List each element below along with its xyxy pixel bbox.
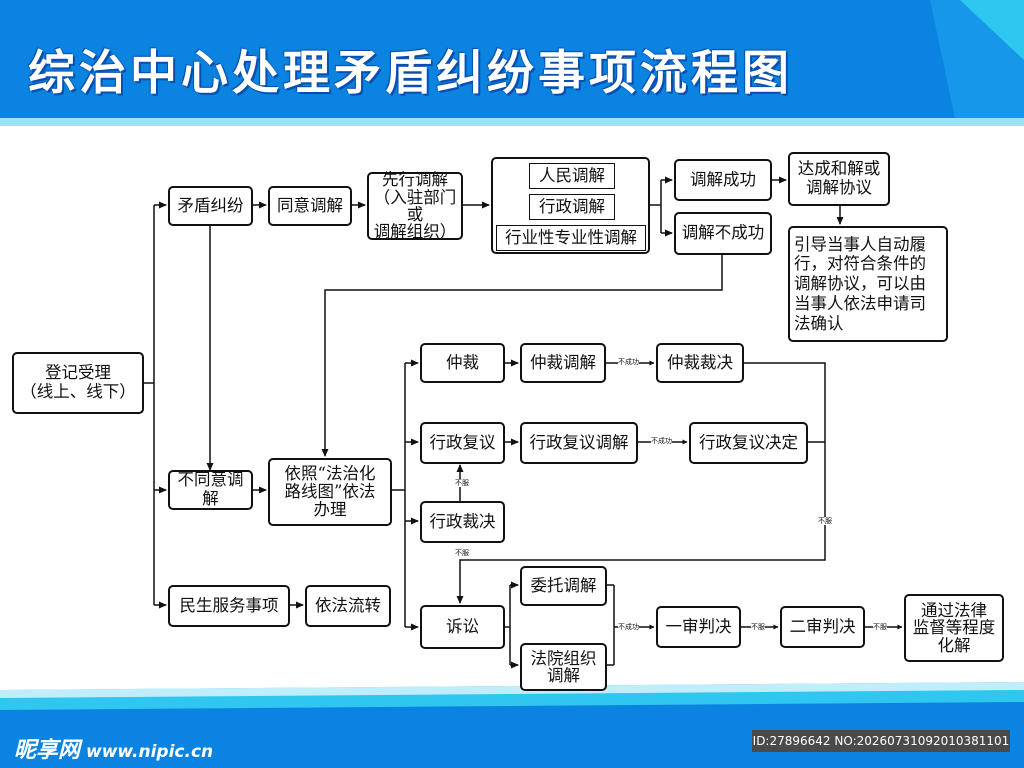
node-industry-mediation: 行业性专业性调解 [496, 225, 646, 251]
node-court-mediation: 法院组织 调解 [520, 643, 607, 691]
node-arbitration-award: 仲裁裁决 [656, 343, 744, 383]
node-admin-mediation: 行政调解 [529, 194, 615, 220]
node-first-trial: 一审判决 [656, 606, 741, 648]
logo-url: www.nipic.cn [86, 742, 214, 762]
node-agree-mediation: 同意调解 [268, 186, 352, 226]
node-register: 登记受理 （线上、线下） [12, 352, 144, 414]
edge-label-fail-court: 不成功 [618, 623, 639, 631]
edge-label-not-accept-to-litigation: 不服 [455, 549, 469, 557]
node-admin-ruling: 行政裁决 [420, 501, 505, 543]
node-first-mediation: 先行调解 （入驻部门或 调解组织） [367, 171, 463, 240]
node-settlement: 达成和解或 调解协议 [788, 152, 890, 206]
edge-label-fail-review: 不成功 [651, 437, 672, 445]
node-review-mediation: 行政复议调解 [520, 422, 638, 464]
logo-text: 昵享网 [14, 738, 81, 763]
node-review-decision: 行政复议决定 [689, 422, 808, 464]
node-arbitration: 仲裁 [420, 343, 505, 383]
header-band: 综治中心处理矛盾纠纷事项流程图 [0, 0, 1024, 128]
node-mediation-success: 调解成功 [674, 159, 772, 201]
edge-label-not-accept-second-trial: 不服 [873, 623, 887, 631]
node-livelihood-service: 民生服务事项 [168, 585, 290, 627]
node-people-mediation: 人民调解 [529, 163, 615, 189]
node-second-trial: 二审判决 [780, 606, 865, 648]
page-title: 综治中心处理矛盾纠纷事项流程图 [28, 46, 793, 101]
node-disagree-mediation: 不同意调解 [168, 470, 253, 510]
node-mediation-group: 人民调解 行政调解 行业性专业性调解 [491, 157, 650, 254]
node-legal-transfer: 依法流转 [305, 585, 391, 627]
node-dispute: 矛盾纠纷 [168, 186, 253, 226]
image-id-tag: ID:27896642 NO:20260731092010381101 [752, 730, 1010, 752]
edge-label-not-accept-ruling: 不服 [455, 479, 469, 487]
header-background [0, 0, 1024, 126]
node-arbitration-mediation: 仲裁调解 [520, 343, 606, 383]
edge-label-fail-arbitration: 不成功 [618, 358, 639, 366]
node-admin-review: 行政复议 [420, 422, 505, 464]
node-handle-by-law: 依照“法治化 路线图”依法 办理 [268, 458, 392, 526]
node-legal-supervision: 通过法律 监督等程度 化解 [904, 594, 1004, 662]
edge-label-not-accept-first-trial: 不服 [751, 623, 765, 631]
node-entrust-mediation: 委托调解 [520, 566, 607, 606]
node-mediation-fail: 调解不成功 [674, 212, 772, 255]
node-litigation: 诉讼 [420, 605, 505, 649]
edge-label-not-accept-award: 不服 [818, 517, 832, 525]
node-guide-performance: 引导当事人自动履行，对符合条件的调解协议，可以由当事人依法申请司法确认 [788, 226, 948, 342]
